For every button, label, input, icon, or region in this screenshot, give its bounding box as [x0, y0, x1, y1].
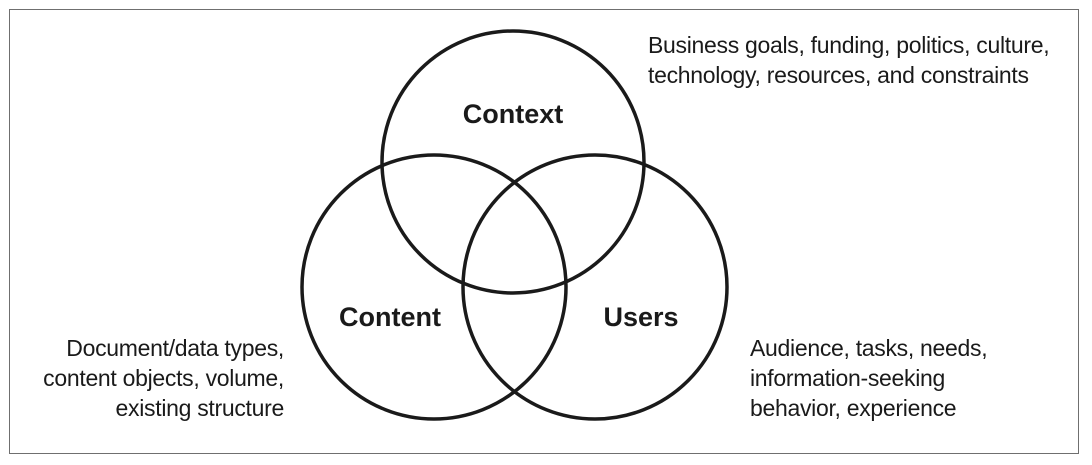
context-label: Context — [463, 99, 564, 129]
users-label: Users — [603, 302, 678, 332]
content-circle — [300, 153, 568, 421]
content-label: Content — [339, 302, 441, 332]
diagram-frame — [9, 9, 1079, 454]
users-annotation-line: behavior, experience — [750, 395, 957, 421]
content-annotation-line: Document/data types, — [66, 335, 284, 361]
users-annotation: Audience, tasks, needs, information-seek… — [750, 333, 988, 423]
content-annotation-line: existing structure — [115, 395, 285, 421]
context-annotation-line: technology, resources, and constraints — [648, 62, 1029, 88]
content-annotation: Document/data types, content objects, vo… — [43, 333, 284, 423]
users-annotation-line: information-seeking — [750, 365, 946, 391]
users-circle — [461, 153, 729, 421]
content-annotation-line: content objects, volume, — [43, 365, 284, 391]
context-annotation-line: Business goals, funding, politics, cultu… — [648, 32, 1050, 58]
context-circle — [380, 29, 646, 295]
users-annotation-line: Audience, tasks, needs, — [750, 335, 988, 361]
context-annotation: Business goals, funding, politics, cultu… — [648, 30, 1050, 90]
